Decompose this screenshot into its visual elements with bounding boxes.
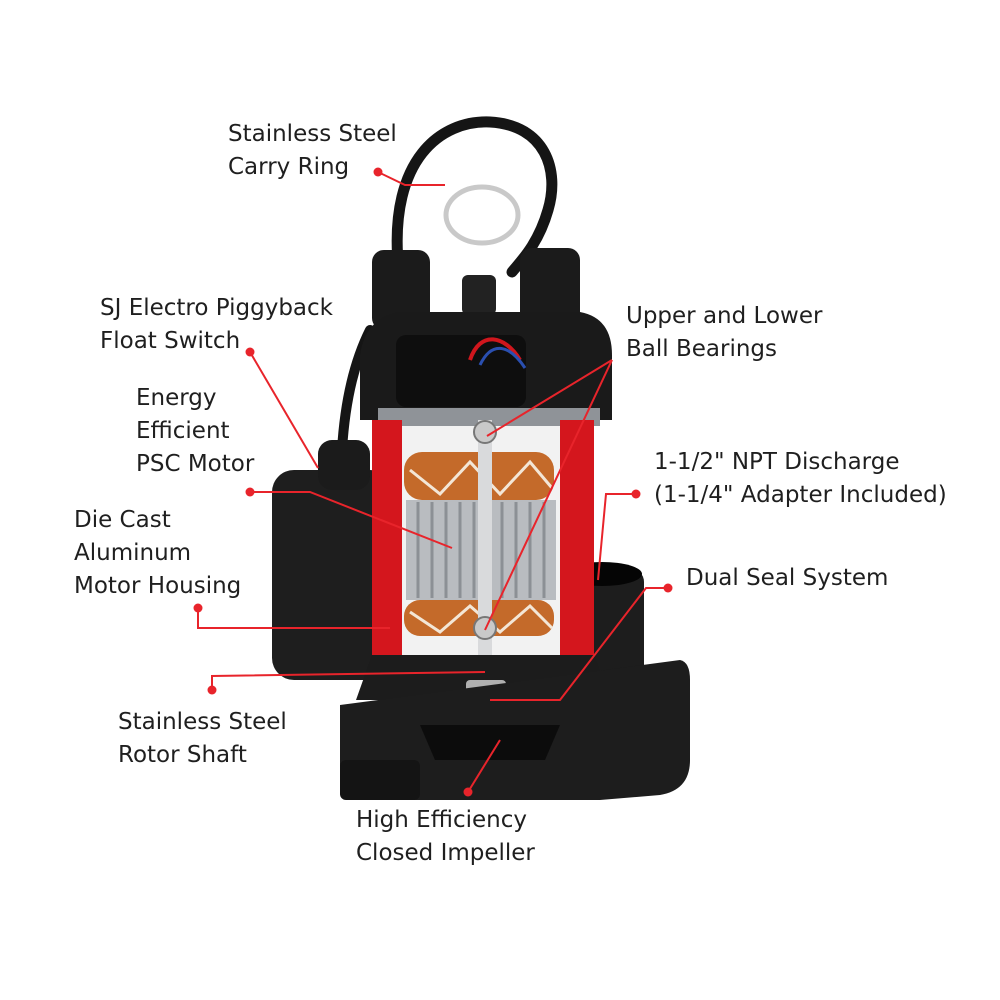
label-bearings-line1: Upper and Lower <box>626 303 823 329</box>
cord-grip-right <box>520 248 580 330</box>
carry-ring <box>443 184 521 246</box>
motor-wires-blue <box>478 346 527 369</box>
stator-slots <box>416 502 546 598</box>
leader-seal <box>490 587 668 701</box>
label-motor-line3: PSC Motor <box>136 451 255 477</box>
label-bearings: Upper and Lower Ball Bearings <box>626 300 822 366</box>
label-impeller-line2: Closed Impeller <box>356 840 535 866</box>
label-motor-line2: Efficient <box>136 418 230 444</box>
leader-lines <box>197 171 668 793</box>
label-discharge-line2: (1-1/4" Adapter Included) <box>654 482 947 508</box>
capacitor <box>396 335 526 407</box>
leader-dots <box>193 167 673 797</box>
motor-wires <box>468 337 522 362</box>
upper-bearing <box>473 420 497 444</box>
upper-plate <box>378 408 600 426</box>
leader-carry-ring <box>377 171 445 186</box>
label-motor-line1: Energy <box>136 385 217 411</box>
label-impeller: High Efficiency Closed Impeller <box>356 804 535 870</box>
label-rotor-shaft: Stainless Steel Rotor Shaft <box>118 706 287 772</box>
label-motor: Energy Efficient PSC Motor <box>136 382 254 481</box>
label-float-switch-line2: Float Switch <box>100 328 241 354</box>
label-carry-ring-line1: Stainless Steel <box>228 121 397 147</box>
label-float-switch: SJ Electro Piggyback Float Switch <box>100 292 333 358</box>
leader-impeller <box>467 739 501 793</box>
label-float-switch-line1: SJ Electro Piggyback <box>100 295 333 321</box>
label-seal-line1: Dual Seal System <box>686 565 889 591</box>
label-carry-ring-line2: Carry Ring <box>228 154 350 180</box>
base-foot-left <box>340 760 420 800</box>
label-seal: Dual Seal System <box>686 562 888 595</box>
leader-rotor-shaft <box>211 671 486 690</box>
top-cap <box>462 275 496 315</box>
leader-bearings-upper <box>486 359 613 437</box>
housing-wall-right <box>560 420 594 660</box>
label-bearings-line2: Ball Bearings <box>626 336 777 362</box>
label-housing-line1: Die Cast <box>74 507 171 533</box>
leader-float-switch <box>249 351 319 469</box>
leader-discharge <box>597 493 636 581</box>
leader-motor <box>250 491 453 549</box>
cord-grip-left <box>372 250 430 330</box>
label-impeller-line1: High Efficiency <box>356 807 527 833</box>
impeller <box>420 725 560 760</box>
housing-wall-left <box>372 420 402 660</box>
leader-bearings-lower <box>484 359 613 631</box>
label-housing: Die Cast Aluminum Motor Housing <box>74 504 241 603</box>
label-rotor-shaft-line1: Stainless Steel <box>118 709 287 735</box>
label-carry-ring: Stainless Steel Carry Ring <box>228 118 397 184</box>
float-switch-top <box>318 440 370 490</box>
label-housing-line2: Aluminum <box>74 540 192 566</box>
label-discharge: 1-1/2" NPT Discharge (1-1/4" Adapter Inc… <box>654 446 947 512</box>
label-discharge-line1: 1-1/2" NPT Discharge <box>654 449 900 475</box>
leader-housing <box>197 608 390 629</box>
power-cord <box>391 116 558 278</box>
label-rotor-shaft-line2: Rotor Shaft <box>118 742 247 768</box>
label-housing-line3: Motor Housing <box>74 573 242 599</box>
